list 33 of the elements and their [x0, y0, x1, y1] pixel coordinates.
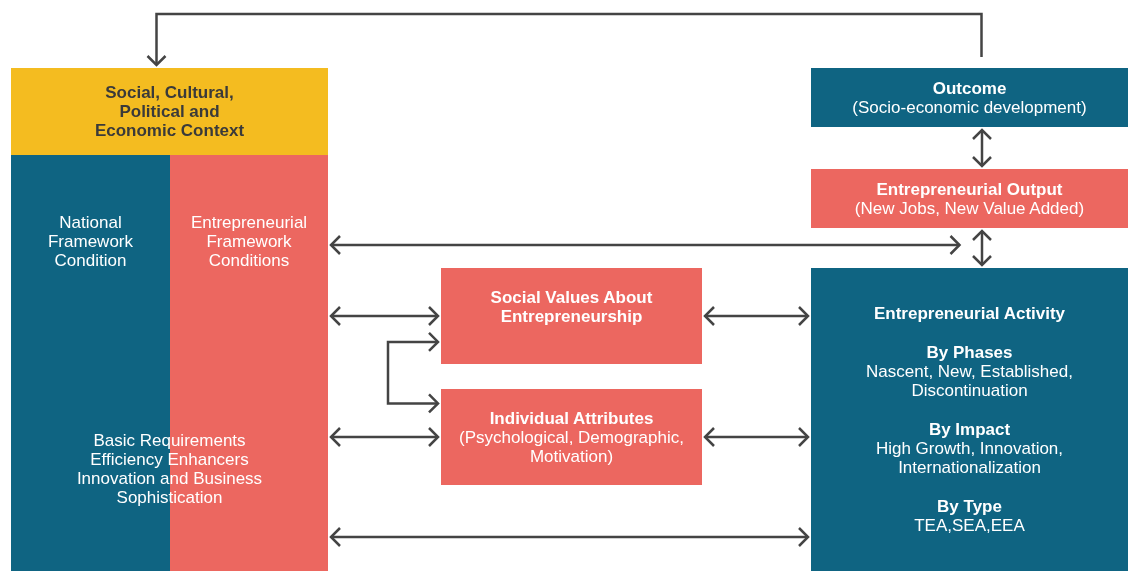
box-text: (New Jobs, New Value Added)	[854, 198, 1085, 218]
box-heading: By Type	[937, 497, 1002, 516]
box-text: Nascent, New, Established, Discontinuation	[865, 362, 1074, 400]
box-text: TEA,SEA,EEA	[914, 516, 1025, 535]
box-heading: By Phases	[926, 343, 1013, 362]
box-heading: By Impact	[928, 420, 1011, 439]
outcome-box	[811, 68, 1128, 127]
box-heading: Outcome	[932, 78, 1007, 98]
context-heading: Social, Cultural, Political and Economic Context	[11, 68, 328, 155]
double-arrow	[703, 426, 810, 448]
process-box	[441, 268, 702, 364]
double-arrow	[971, 128, 993, 168]
double-arrow	[329, 234, 961, 256]
box-heading: Social Values About Entrepreneurship	[489, 288, 654, 326]
double-arrow	[703, 305, 810, 327]
process-box	[441, 389, 702, 485]
box-text: (Socio-economic development)	[852, 97, 1087, 117]
box-heading: Entrepreneurial Activity	[873, 304, 1066, 323]
double-arrow	[329, 305, 440, 327]
box-heading: Entrepreneurial Output	[876, 179, 1063, 199]
double-arrow	[386, 331, 440, 414]
box-text: Entrepreneurial Framework Conditions	[189, 213, 309, 270]
context-column	[11, 68, 328, 571]
arrow	[146, 12, 983, 67]
activity-panel	[811, 268, 1128, 571]
box-text: (Psychological, Demographic, Motivation)	[458, 427, 685, 466]
box-text: National Framework Condition	[47, 213, 134, 270]
box-heading: Individual Attributes	[489, 408, 654, 428]
double-arrow	[329, 426, 440, 448]
double-arrow	[329, 526, 810, 548]
box-text: High Growth, Innovation, Internationalization	[874, 439, 1065, 477]
output-box	[811, 169, 1128, 228]
double-arrow	[971, 229, 993, 267]
